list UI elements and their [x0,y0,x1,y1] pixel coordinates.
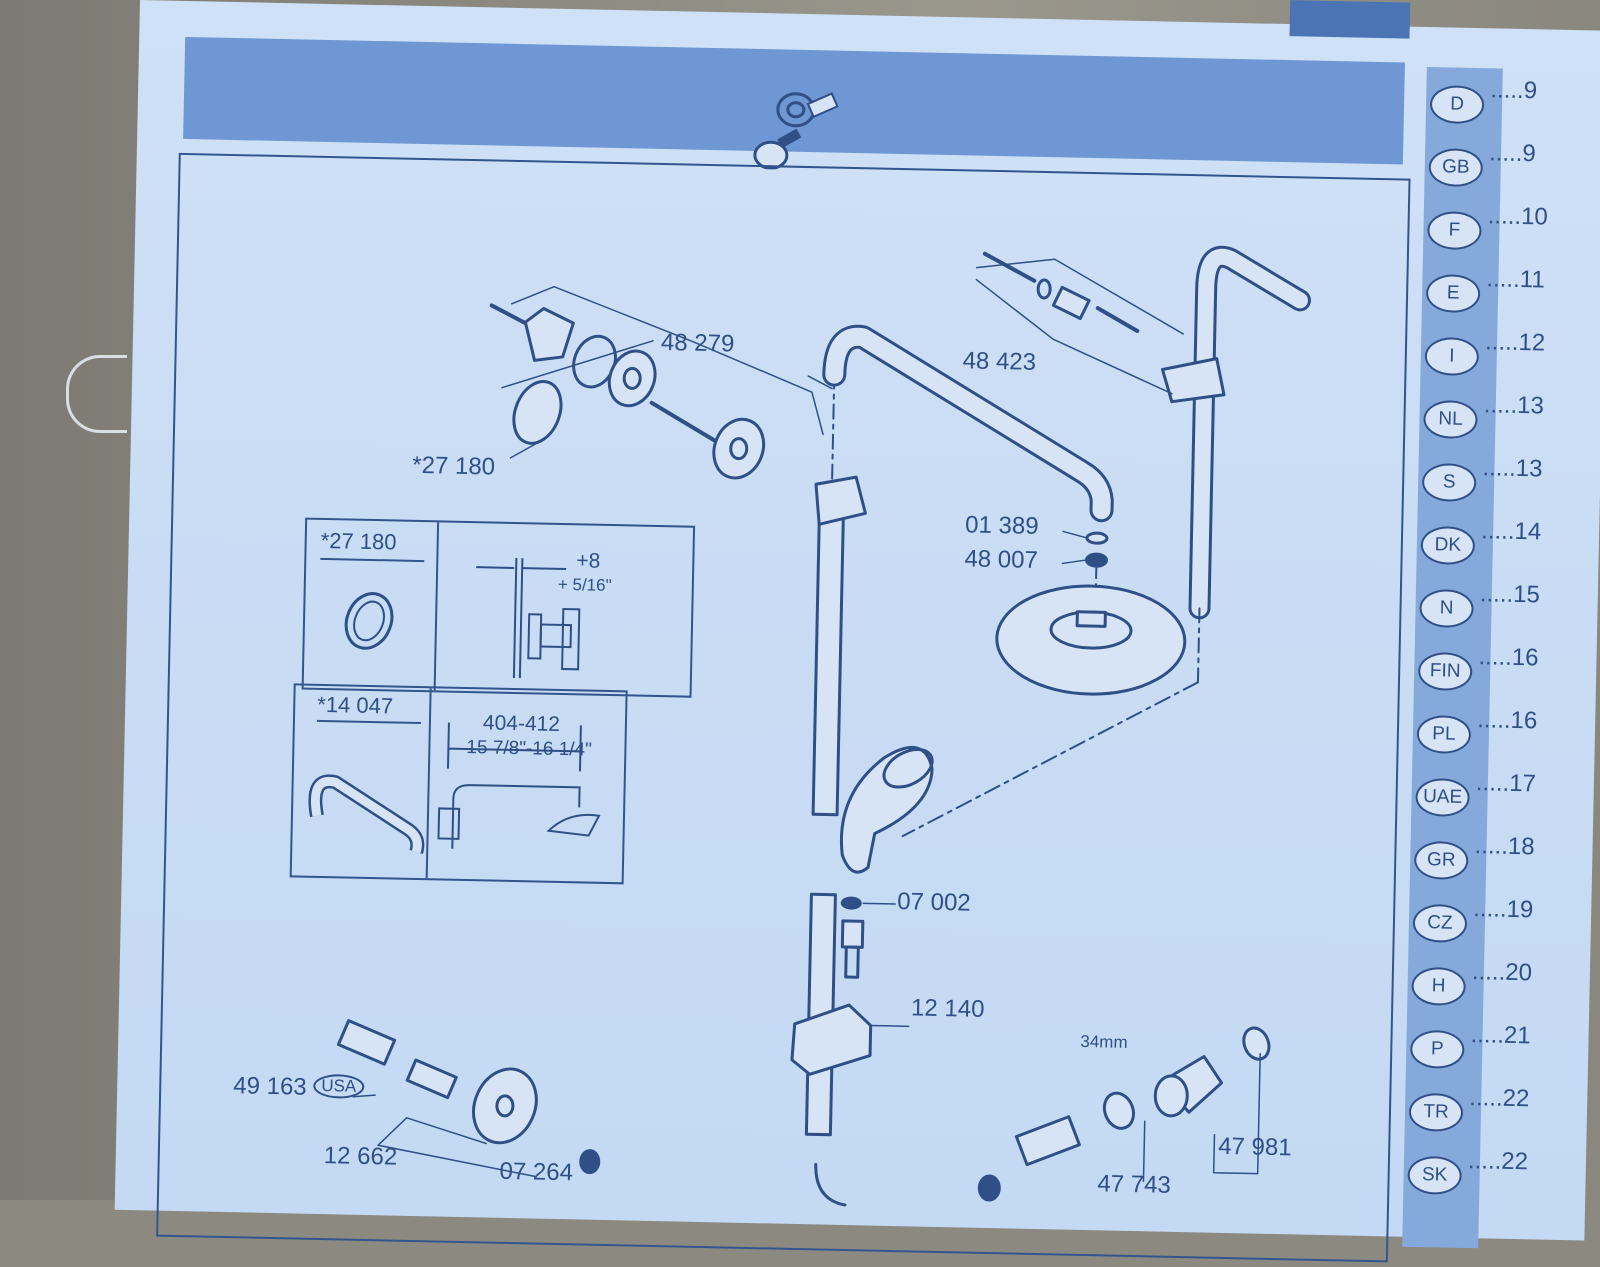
language-page-number: .....11 [1486,265,1545,294]
language-code-badge: GB [1428,148,1484,188]
language-code-badge: N [1419,588,1474,629]
dimension-34mm: 34mm [1080,1031,1128,1052]
part-label-12140: 12 140 [910,994,985,1023]
part-label-27180: *27 180 [412,451,496,481]
part-label-07264: 07 264 [499,1157,574,1187]
language-page-number: .....13 [1483,391,1545,420]
language-page-number: .....22 [1467,1147,1529,1176]
language-item-pl[interactable]: PL.....16 [1416,706,1587,763]
header-band [183,36,1405,170]
language-item-e[interactable]: E.....11 [1425,265,1597,322]
language-page-number: .....12 [1484,328,1546,357]
part-label-49163: 49 163 [233,1072,307,1101]
detail-box-extension: *27 180 +8 + 5/16" [301,517,696,698]
language-item-f[interactable]: F.....10 [1427,202,1598,259]
language-item-cz[interactable]: CZ.....19 [1412,895,1583,952]
language-page-number: .....10 [1487,202,1549,231]
language-item-n[interactable]: N.....15 [1419,580,1590,637]
language-page-number: .....17 [1475,769,1537,798]
language-item-i[interactable]: I.....12 [1424,328,1595,385]
exploded-diagram [336,245,1311,1207]
language-page-number: .....13 [1482,454,1543,483]
language-page-number: .....22 [1469,1084,1530,1113]
language-code-badge: DK [1420,525,1476,566]
manual-page: 48 279 *27 180 48 423 01 389 48 007 07 0… [114,0,1600,1263]
language-code-badge: E [1425,274,1481,314]
language-item-dk[interactable]: DK.....14 [1420,517,1591,574]
part-label-48279: 48 279 [660,328,735,358]
language-code-badge: I [1424,336,1480,377]
rosette-ring-icon [344,592,394,650]
language-item-uae[interactable]: UAE.....17 [1415,769,1586,826]
language-item-s[interactable]: S.....13 [1421,454,1593,511]
extension-dimension-drawing [476,557,581,679]
language-code-badge: GR [1413,840,1469,881]
language-code-badge: CZ [1412,903,1468,943]
language-code-badge: P [1409,1029,1465,1069]
language-code-badge: NL [1423,399,1478,440]
shower-arm-icon [308,774,425,855]
language-code-badge: D [1429,85,1485,125]
wrench-valve-icon [753,92,839,170]
language-item-gr[interactable]: GR.....18 [1413,832,1585,889]
part-label-48423: 48 423 [962,347,1037,376]
language-code-badge: F [1427,211,1482,251]
language-code-badge: SK [1407,1155,1463,1195]
language-code-badge: PL [1416,714,1472,755]
language-item-d[interactable]: D.....9 [1429,76,1600,133]
language-code-badge: S [1421,462,1477,503]
detail-part-label-14047: *14 047 [317,691,394,719]
language-page-number: .....15 [1479,580,1541,609]
detail-box-arm: *14 047 404-412 15 7/8"-16 1/4" [289,683,628,885]
language-page-number: .....20 [1471,958,1533,987]
language-page-number: .....16 [1478,643,1539,672]
arm-dimension-drawing [437,722,601,849]
language-page-number: .....9 [1490,76,1538,105]
language-item-p[interactable]: P.....21 [1409,1021,1581,1078]
part-label-07002: 07 002 [897,888,971,917]
part-label-47743: 47 743 [1097,1170,1172,1199]
language-page-number: .....14 [1480,517,1542,546]
language-page-number: .....19 [1472,895,1534,924]
language-item-gb[interactable]: GB.....9 [1428,139,1599,196]
language-item-tr[interactable]: TR.....22 [1408,1084,1579,1141]
binder-ring [66,355,127,433]
language-page-number: .....16 [1476,706,1538,735]
language-item-nl[interactable]: NL.....13 [1423,391,1594,448]
part-label-01389: 01 389 [964,511,1039,540]
language-code-badge: H [1411,966,1467,1006]
language-item-sk[interactable]: SK.....22 [1407,1147,1578,1204]
detail-part-label-27180: *27 180 [320,527,397,555]
language-item-fin[interactable]: FIN.....16 [1417,643,1589,700]
language-code-badge: UAE [1415,777,1470,818]
language-code-badge: TR [1408,1092,1464,1132]
part-label-12662: 12 662 [323,1142,398,1171]
language-page-number: .....21 [1470,1021,1531,1050]
part-label-48007: 48 007 [964,545,1039,574]
language-code-badge: FIN [1417,651,1473,692]
language-page-number: .....9 [1488,139,1537,168]
language-page-number: .....18 [1474,832,1535,861]
language-item-h[interactable]: H.....20 [1411,958,1582,1015]
part-label-47981: 47 981 [1217,1132,1292,1162]
